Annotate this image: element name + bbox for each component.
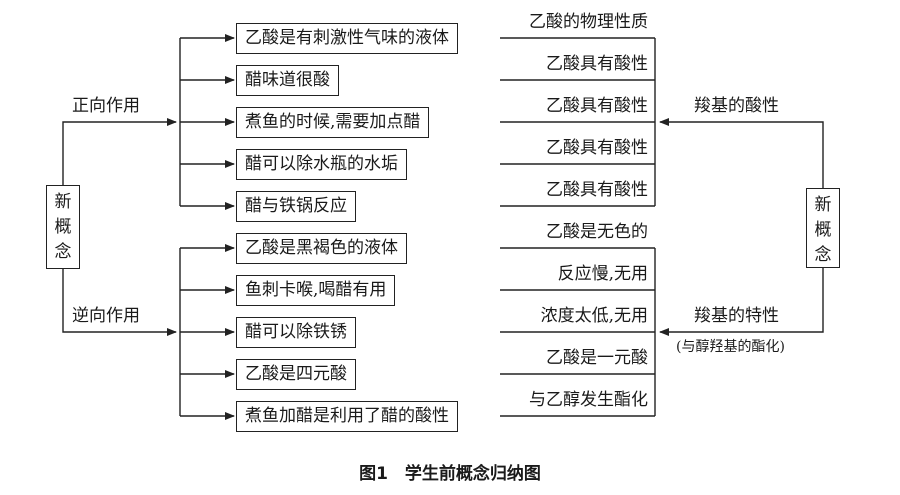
reverse-item-box: 乙酸是四元酸 (236, 359, 356, 390)
new-concept-node-left: 新 概 念 (46, 185, 80, 269)
forward-reason-label: 乙酸的物理性质 (529, 12, 648, 32)
reverse-reason-label: 与乙醇发生酯化 (529, 390, 648, 410)
forward-item-box: 醋味道很酸 (236, 65, 339, 96)
new-concept-char: 概 (814, 220, 832, 240)
reverse-reason-label: 浓度太低,无用 (540, 306, 648, 326)
reverse-reason-label: 反应慢,无用 (557, 264, 648, 284)
carboxyl-acidity-label: 羧基的酸性 (694, 96, 779, 116)
reverse-reason-label: 乙酸是一元酸 (546, 348, 648, 368)
reverse-item-box: 煮鱼加醋是利用了醋的酸性 (236, 401, 458, 432)
esterification-note: (与醇羟基的酯化) (676, 339, 785, 355)
carboxyl-property-label: 羧基的特性 (694, 306, 779, 326)
forward-item-box: 煮鱼的时候,需要加点醋 (236, 107, 430, 138)
forward-reason-label: 乙酸具有酸性 (546, 180, 648, 200)
reverse-reason-label: 乙酸是无色的 (546, 222, 648, 242)
new-concept-char: 新 (54, 192, 72, 212)
reverse-effect-label: 逆向作用 (72, 306, 140, 326)
forward-effect-label: 正向作用 (72, 96, 140, 116)
figure-caption: 图1 学生前概念归纳图 (359, 464, 541, 484)
new-concept-char: 概 (54, 217, 72, 237)
forward-item-box: 乙酸是有刺激性气味的液体 (236, 23, 458, 54)
forward-item-box: 醋与铁锅反应 (236, 191, 356, 222)
new-concept-node-right: 新 概 念 (806, 188, 840, 268)
reverse-item-box: 鱼刺卡喉,喝醋有用 (236, 275, 396, 306)
reverse-item-box: 乙酸是黑褐色的液体 (236, 233, 407, 264)
new-concept-char: 新 (814, 195, 832, 215)
new-concept-char: 念 (54, 242, 72, 262)
forward-item-box: 醋可以除水瓶的水垢 (236, 149, 407, 180)
new-concept-char: 念 (814, 245, 832, 265)
forward-reason-label: 乙酸具有酸性 (546, 54, 648, 74)
forward-reason-label: 乙酸具有酸性 (546, 138, 648, 158)
forward-reason-label: 乙酸具有酸性 (546, 96, 648, 116)
reverse-item-box: 醋可以除铁锈 (236, 317, 356, 348)
